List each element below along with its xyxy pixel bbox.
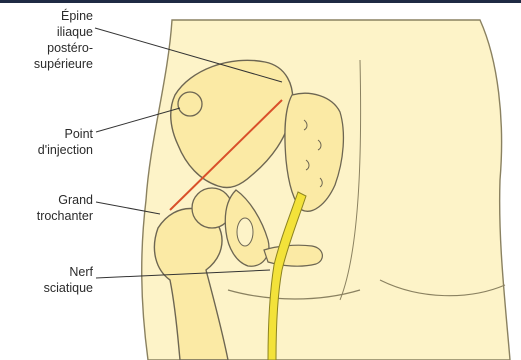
pubic-ramus — [264, 245, 322, 266]
label-line: iliaque — [34, 24, 93, 40]
label-line: supérieure — [34, 56, 93, 72]
top-border — [0, 0, 521, 3]
label-nerf-sciatique: Nerf sciatique — [44, 264, 93, 296]
label-line: d'injection — [38, 142, 93, 158]
label-line: postéro- — [34, 40, 93, 56]
label-line: Point — [38, 126, 93, 142]
obturator-foramen — [237, 218, 253, 246]
label-grand-trochanter: Grand trochanter — [37, 192, 93, 224]
label-line: sciatique — [44, 280, 93, 296]
label-line: Épine — [34, 8, 93, 24]
label-epine-iliaque: Épine iliaque postéro- supérieure — [34, 8, 93, 72]
label-point-injection: Point d'injection — [38, 126, 93, 158]
label-line: Nerf — [44, 264, 93, 280]
label-line: trochanter — [37, 208, 93, 224]
label-line: Grand — [37, 192, 93, 208]
